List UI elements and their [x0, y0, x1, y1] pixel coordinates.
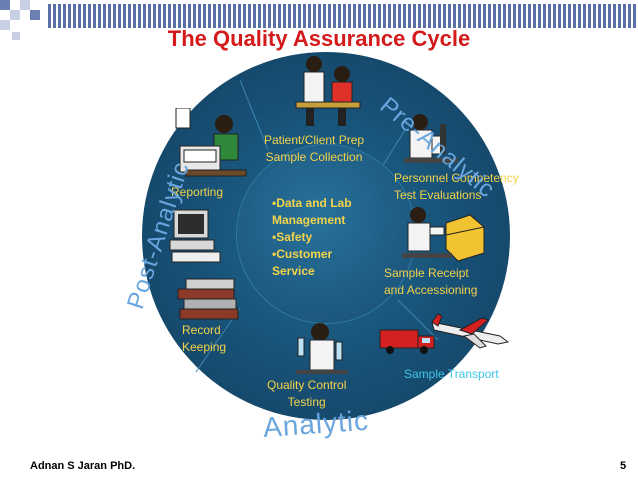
header-stripe-bar	[48, 4, 638, 28]
stage-label-line: Testing	[287, 395, 326, 409]
center-line: Service	[272, 264, 315, 278]
center-circle	[237, 145, 415, 323]
stage-label-line: Test Evaluations	[394, 188, 482, 202]
divider-line	[379, 129, 406, 171]
stage-label-line: and Accessioning	[384, 283, 478, 297]
corner-square	[20, 0, 30, 10]
stage-label-sample-receipt: Sample Receipt and Accessioning	[384, 265, 477, 299]
center-line: Management	[272, 213, 346, 227]
center-text: •Data and Lab Management •Safety •Custom…	[272, 195, 352, 280]
corner-square	[12, 32, 20, 40]
stage-label-patient-prep: Patient/Client Prep Sample Collection	[264, 132, 364, 166]
stage-label-quality-control: Quality Control Testing	[267, 377, 346, 411]
transport-plane-clipart	[431, 313, 510, 349]
reporting-clipart	[175, 108, 247, 177]
stage-label-line: Quality Control	[267, 378, 347, 392]
transport-truck-clipart	[379, 329, 435, 354]
stage-label-personnel: Personnel Competency Test Evaluations	[394, 170, 519, 204]
stage-label-reporting: Reporting	[171, 185, 224, 199]
computer-clipart	[169, 209, 221, 263]
quality-control-clipart	[296, 323, 348, 374]
corner-square	[10, 10, 20, 20]
corner-square	[0, 0, 10, 10]
patient-prep-clipart	[295, 56, 361, 126]
center-line: •Safety	[272, 230, 313, 244]
stage-label-line: Sample Receipt	[384, 266, 469, 280]
stage-label-record-keeping: Record Keeping	[182, 322, 226, 356]
divider-line	[239, 79, 269, 151]
divider-line	[397, 299, 439, 341]
center-line: •Data and Lab	[272, 196, 352, 210]
stage-label-line: Record	[182, 323, 221, 337]
stage-label-line: Sample Collection	[265, 150, 363, 164]
corner-square	[30, 10, 40, 20]
personnel-clipart	[404, 114, 458, 163]
page-number: 5	[620, 460, 627, 472]
center-line: •Customer	[272, 247, 333, 261]
stage-label-line: Keeping	[182, 340, 227, 354]
record-keeping-clipart	[177, 278, 239, 320]
stage-label-line: Personnel Competency	[394, 171, 519, 185]
sample-receipt-clipart	[402, 207, 485, 262]
author-footer: Adnan S Jaran PhD.	[30, 460, 136, 472]
stage-label-line: Patient/Client Prep	[264, 133, 365, 147]
corner-square	[0, 20, 10, 30]
stage-label-sample-transport: Sample Transport	[404, 367, 499, 381]
page-title: The Quality Assurance Cycle	[167, 26, 471, 51]
